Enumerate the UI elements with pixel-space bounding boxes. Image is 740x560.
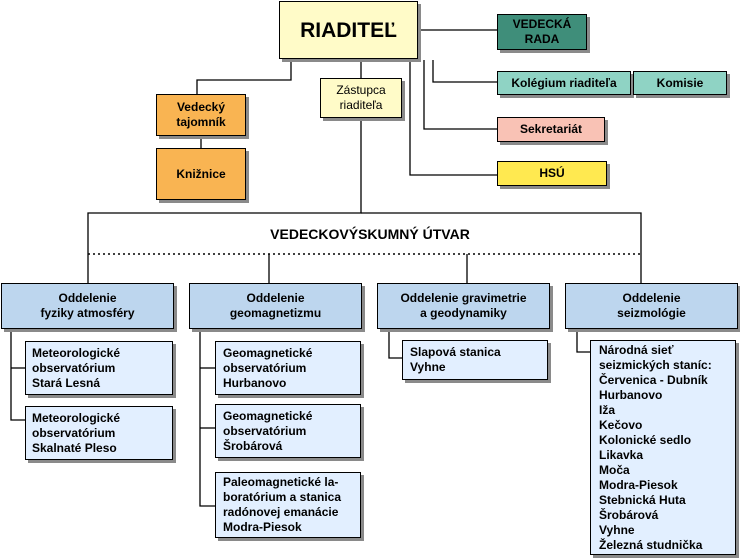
department-label: Oddelenie fyziky atmosféry bbox=[40, 291, 135, 320]
department-atmosphere: Oddelenie fyziky atmosféry bbox=[1, 283, 174, 329]
department-seismology: Oddelenie seizmológie bbox=[565, 283, 738, 329]
unit-label: Národná sieť seizmických staníc: Červeni… bbox=[599, 342, 712, 552]
unit-label: Meteorologické observatórium Skalnaté Pl… bbox=[32, 410, 121, 455]
secretariat-box: Sekretariát bbox=[497, 117, 605, 142]
unit-label: Geomagnetické observatórium Hurbanovo bbox=[223, 345, 313, 390]
research-unit-title: VEDECKOVÝSKUMNÝ ÚTVAR bbox=[270, 226, 470, 242]
unit-box: Meteorologické observatórium Skalnaté Pl… bbox=[25, 406, 173, 460]
collegium-label: Kolégium riaditeľa bbox=[511, 75, 617, 90]
hsu-label: HSÚ bbox=[539, 166, 565, 180]
secretary-box: Vedecký tajomník bbox=[156, 94, 246, 136]
deputy-box: Zástupca riaditeľa bbox=[320, 78, 402, 118]
secretary-label: Vedecký tajomník bbox=[176, 100, 226, 129]
unit-box: Paleomagnetické la- boratórium a stanica… bbox=[215, 472, 361, 538]
department-label: Oddelenie geomagnetizmu bbox=[229, 291, 322, 320]
hsu-box: HSÚ bbox=[497, 161, 607, 186]
science-board-label: VEDECKÁ RADA bbox=[512, 17, 572, 46]
department-label: Oddelenie seizmológie bbox=[617, 291, 686, 320]
library-box: Knižnice bbox=[156, 148, 246, 200]
department-geomagnetism: Oddelenie geomagnetizmu bbox=[189, 283, 362, 329]
unit-box: Slapová stanica Vyhne bbox=[402, 340, 548, 380]
science-board-box: VEDECKÁ RADA bbox=[497, 14, 587, 50]
director-label: RIADITEĽ bbox=[300, 18, 397, 42]
commissions-box: Komisie bbox=[633, 71, 727, 95]
department-label: Oddelenie gravimetrie a geodynamiky bbox=[400, 291, 527, 320]
deputy-label: Zástupca riaditeľa bbox=[336, 83, 386, 112]
collegium-box: Kolégium riaditeľa bbox=[497, 71, 631, 95]
unit-box: Národná sieť seizmických staníc: Červeni… bbox=[590, 340, 736, 555]
department-gravimetry: Oddelenie gravimetrie a geodynamiky bbox=[377, 283, 550, 329]
library-label: Knižnice bbox=[176, 166, 226, 181]
commissions-label: Komisie bbox=[656, 75, 704, 90]
secretariat-label: Sekretariát bbox=[519, 122, 583, 136]
unit-box: Meteorologické observatórium Stará Lesná bbox=[25, 341, 173, 395]
unit-label: Geomagnetické observatórium Šrobárová bbox=[223, 408, 313, 453]
unit-box: Geomagnetické observatórium Hurbanovo bbox=[215, 341, 361, 395]
unit-box: Geomagnetické observatórium Šrobárová bbox=[215, 404, 361, 458]
unit-label: Meteorologické observatórium Stará Lesná bbox=[32, 345, 121, 390]
unit-label: Paleomagnetické la- boratórium a stanica… bbox=[223, 475, 342, 534]
director-box: RIADITEĽ bbox=[279, 1, 418, 59]
unit-label: Slapová stanica Vyhne bbox=[410, 345, 501, 374]
